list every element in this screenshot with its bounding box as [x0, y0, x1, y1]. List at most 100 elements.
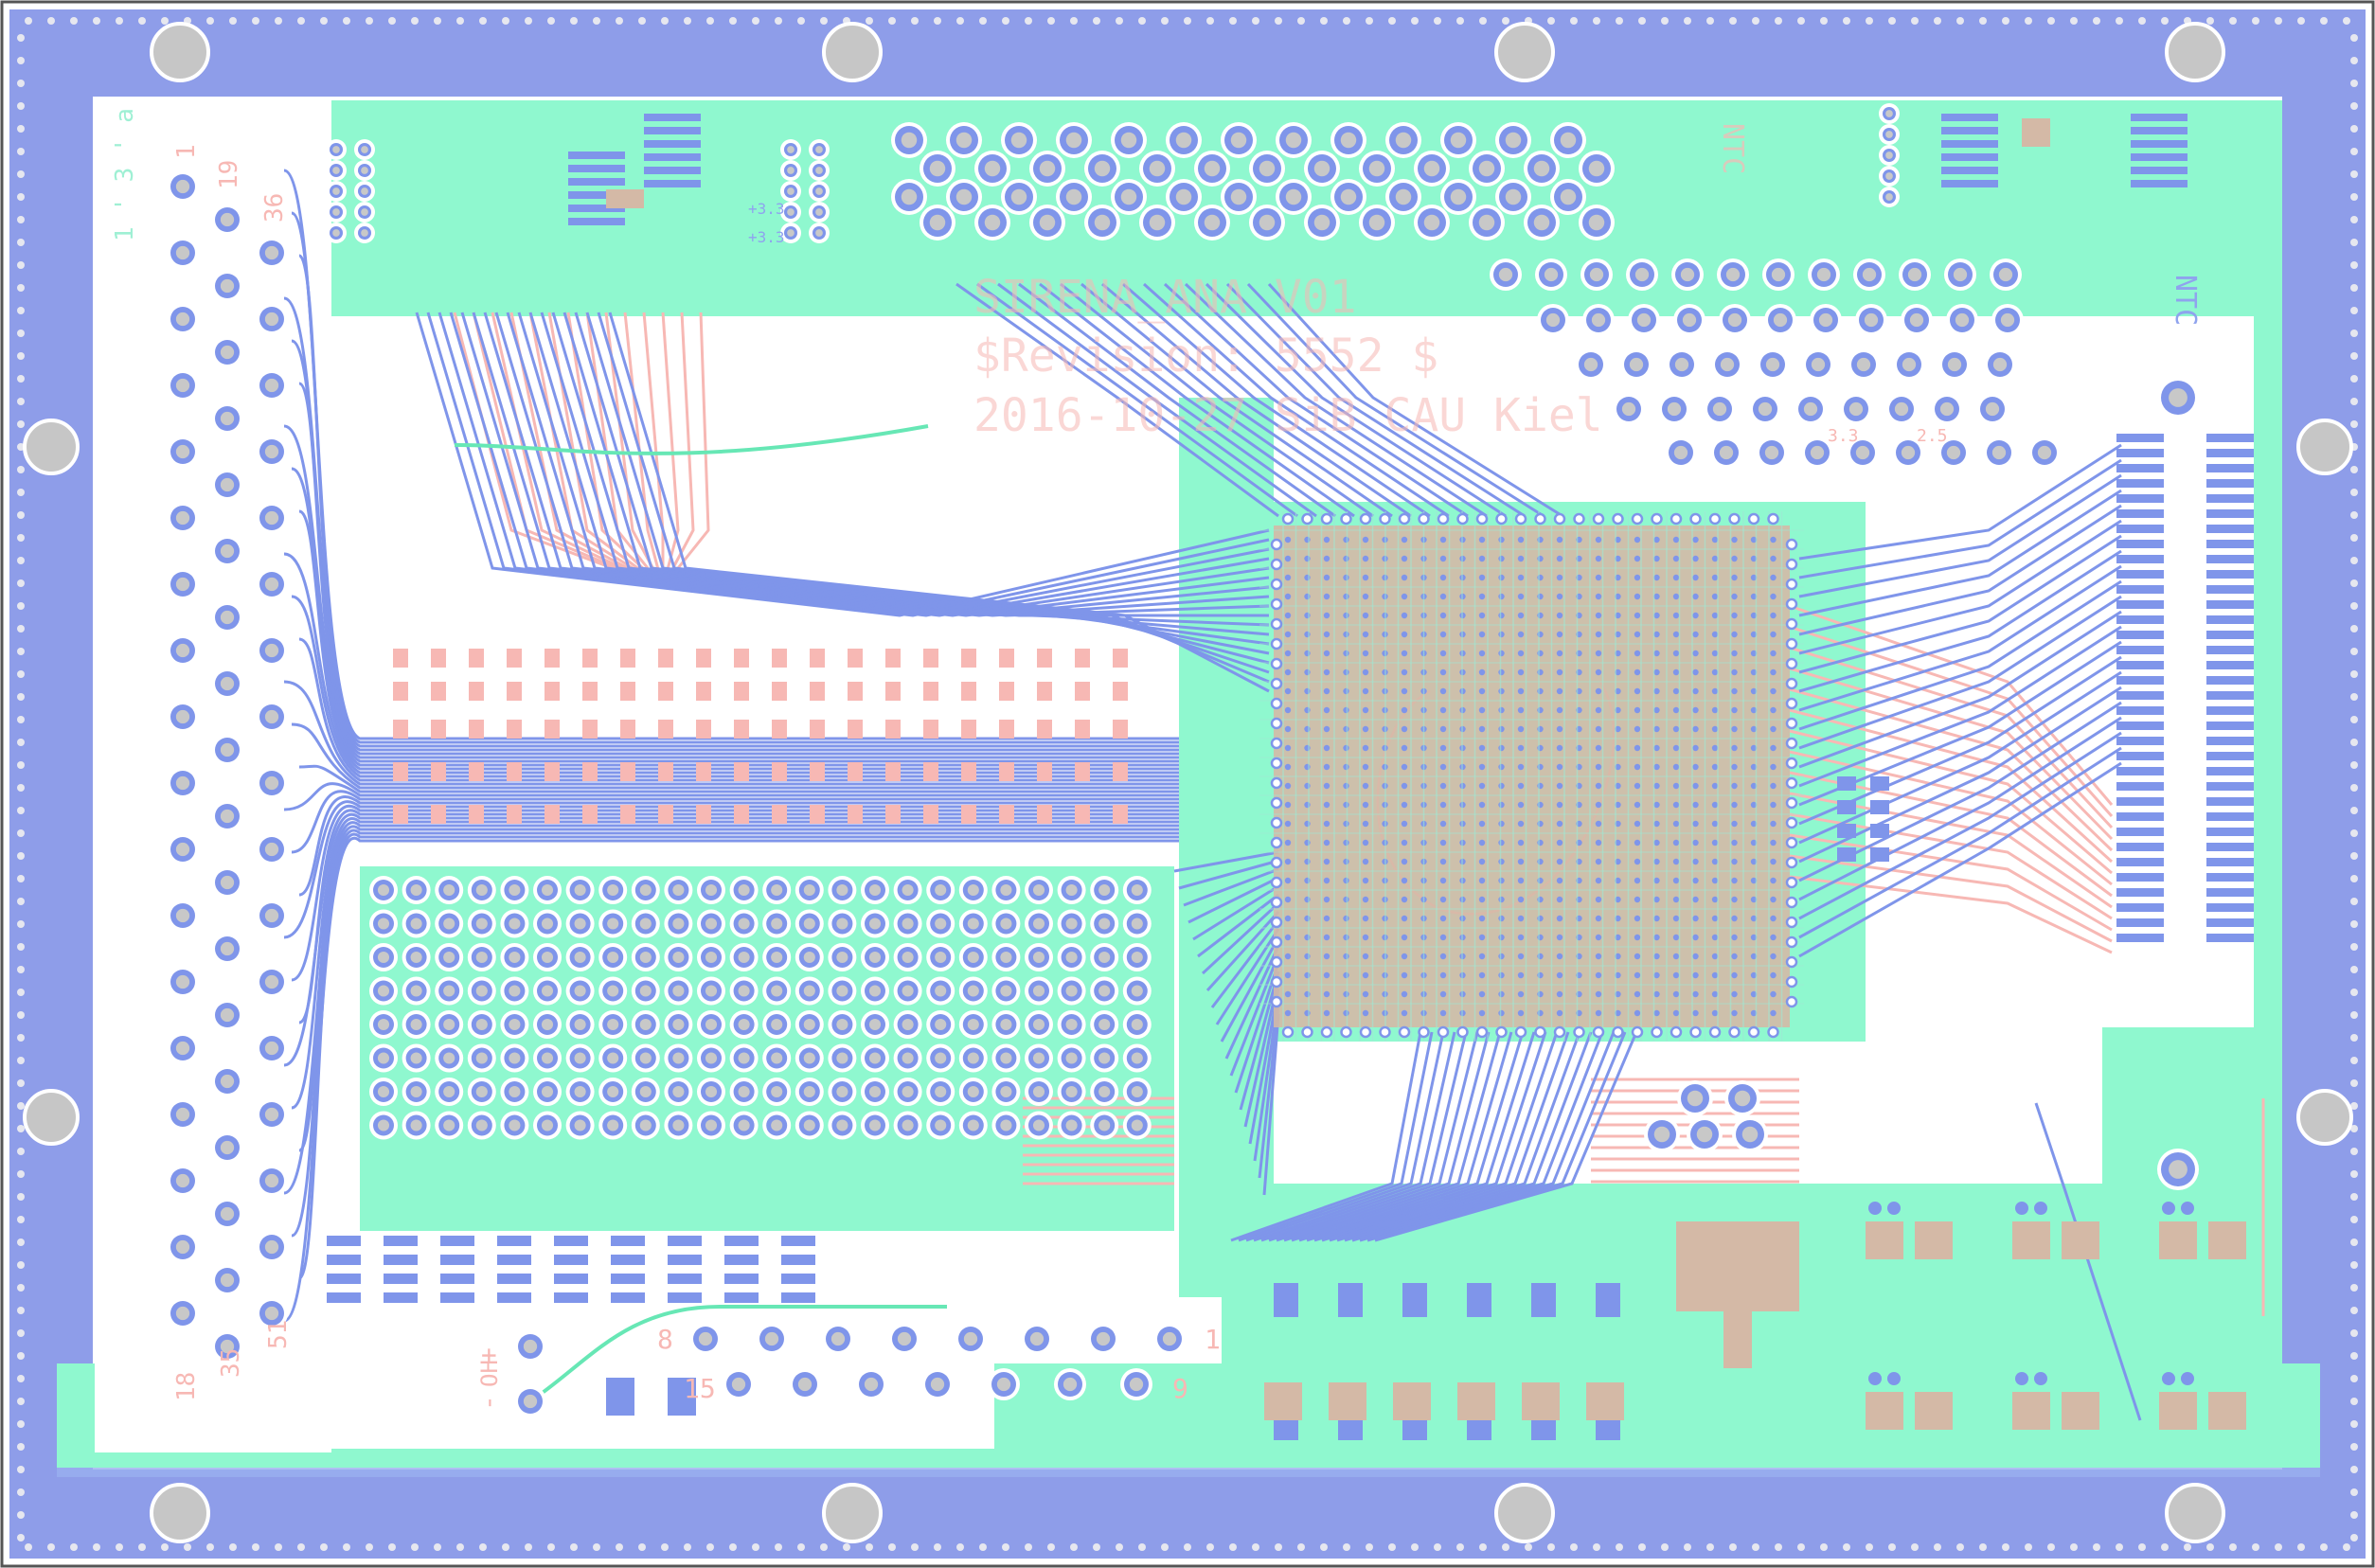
- bga-ball: [1323, 612, 1330, 619]
- bga-ball: [1692, 763, 1699, 771]
- proto-pad-drill: [738, 883, 750, 897]
- smd-pad: [469, 805, 484, 824]
- smd-pad: [440, 1255, 474, 1265]
- frame-via: [2116, 17, 2123, 25]
- frame-via: [70, 1543, 78, 1551]
- frame-via: [1047, 17, 1055, 25]
- mounting-hole: [1494, 22, 1555, 82]
- frame-via: [17, 443, 25, 451]
- frame-via: [17, 1102, 25, 1110]
- header-pin-drill: [220, 411, 235, 426]
- frame-via: [17, 1057, 25, 1064]
- smd-pad: [724, 1255, 759, 1265]
- trace: [955, 282, 1279, 518]
- bga-ball: [1615, 687, 1621, 695]
- proto-pad-drill: [836, 1119, 848, 1131]
- bga-ball: [1498, 877, 1505, 884]
- trace: [1276, 1031, 1491, 1242]
- terminal-via: [1868, 1372, 1882, 1385]
- trace: [1197, 893, 1279, 958]
- rail-label-33: 3.3: [1828, 426, 1859, 446]
- bga-ball: [1653, 971, 1660, 979]
- frame-via: [2070, 1543, 2078, 1551]
- frame-via: [1343, 1543, 1350, 1551]
- header-smd-pad: [2116, 570, 2164, 579]
- frame-via: [934, 17, 941, 25]
- frame-via: [275, 1543, 282, 1551]
- bga-ball: [1284, 631, 1292, 638]
- bga-ball: [1323, 953, 1330, 960]
- dsub-pin-drill: [1175, 132, 1192, 149]
- edge-via: [1785, 876, 1798, 889]
- bga-ball: [1770, 915, 1777, 922]
- smd-pad: [568, 151, 625, 159]
- frame-via: [17, 352, 25, 360]
- bga-ball: [1498, 706, 1505, 714]
- proto-pad-drill: [868, 1052, 882, 1064]
- edge-via: [1612, 1025, 1624, 1039]
- smd-pad: [668, 1292, 702, 1303]
- proto-pad-drill: [607, 1119, 619, 1131]
- smd-pad: [658, 720, 673, 739]
- bga-ball: [1711, 668, 1719, 676]
- frame-via: [2350, 239, 2358, 246]
- conn-pin-drill: [1544, 267, 1559, 282]
- bga-ball: [1517, 687, 1525, 695]
- header-smd-pad: [2206, 449, 2254, 457]
- bga-ball: [1711, 953, 1719, 960]
- bga-ball: [1517, 574, 1525, 581]
- bga-ball: [1478, 763, 1486, 771]
- trace: [1188, 876, 1279, 924]
- bga-ball: [1439, 687, 1447, 695]
- bga-ball: [1750, 668, 1758, 676]
- proto-pad-drill: [377, 883, 390, 897]
- edge-via: [1708, 512, 1722, 526]
- trace: [1258, 1005, 1280, 1179]
- bga-ball: [1284, 574, 1292, 581]
- frame-via: [2297, 17, 2305, 25]
- header-pin-drill: [175, 378, 190, 393]
- dsub-small-pin-drill: [864, 1377, 879, 1392]
- bga-ball: [1401, 763, 1408, 771]
- bga-ball: [1498, 650, 1505, 657]
- dsub-pin-drill: [1065, 188, 1082, 205]
- trace: [1351, 1031, 1604, 1242]
- proto-pad-drill: [443, 985, 455, 997]
- bga-ball: [1498, 839, 1505, 846]
- dsub-pin-drill: [1259, 160, 1276, 177]
- header-smd-pad: [2206, 812, 2254, 821]
- bga-ball: [1401, 668, 1408, 676]
- bga-ball: [1498, 574, 1505, 581]
- smd-pad: [1941, 127, 1998, 134]
- bga-ball: [1362, 668, 1369, 676]
- bga-ball: [1556, 631, 1563, 638]
- conn-pin-drill: [1591, 312, 1606, 328]
- dsub-pin-drill: [1533, 160, 1550, 177]
- proto-pad-drill: [541, 1085, 554, 1098]
- bga-ball: [1672, 536, 1680, 543]
- header-pin-drill: [220, 1007, 235, 1023]
- smd-pad: [611, 1236, 645, 1246]
- bga-ball: [1711, 801, 1719, 809]
- frame-via: [2184, 1543, 2191, 1551]
- smd-pad: [961, 682, 976, 701]
- bga-ball: [1692, 934, 1699, 941]
- frame-via: [17, 57, 25, 64]
- small-header-pin-drill: [815, 229, 823, 237]
- smd-pad: [848, 720, 863, 739]
- small-header-pin-drill: [332, 167, 340, 174]
- proto-pad-drill: [967, 883, 979, 897]
- frame-via: [17, 1307, 25, 1314]
- trace: [1789, 750, 2113, 886]
- bga-ball: [1439, 574, 1447, 581]
- ntc-label-right: NTC: [2169, 275, 2202, 326]
- bga-ball: [1634, 1009, 1641, 1017]
- frame-via: [2350, 170, 2358, 178]
- proto-pad-drill: [1000, 1052, 1012, 1064]
- bga-ball: [1615, 877, 1621, 884]
- bga-ball: [1711, 858, 1719, 865]
- edge-via: [1270, 697, 1283, 710]
- dsub-pin-drill: [1010, 132, 1027, 149]
- frame-via: [2350, 1216, 2358, 1223]
- proto-pad-drill: [803, 1085, 815, 1098]
